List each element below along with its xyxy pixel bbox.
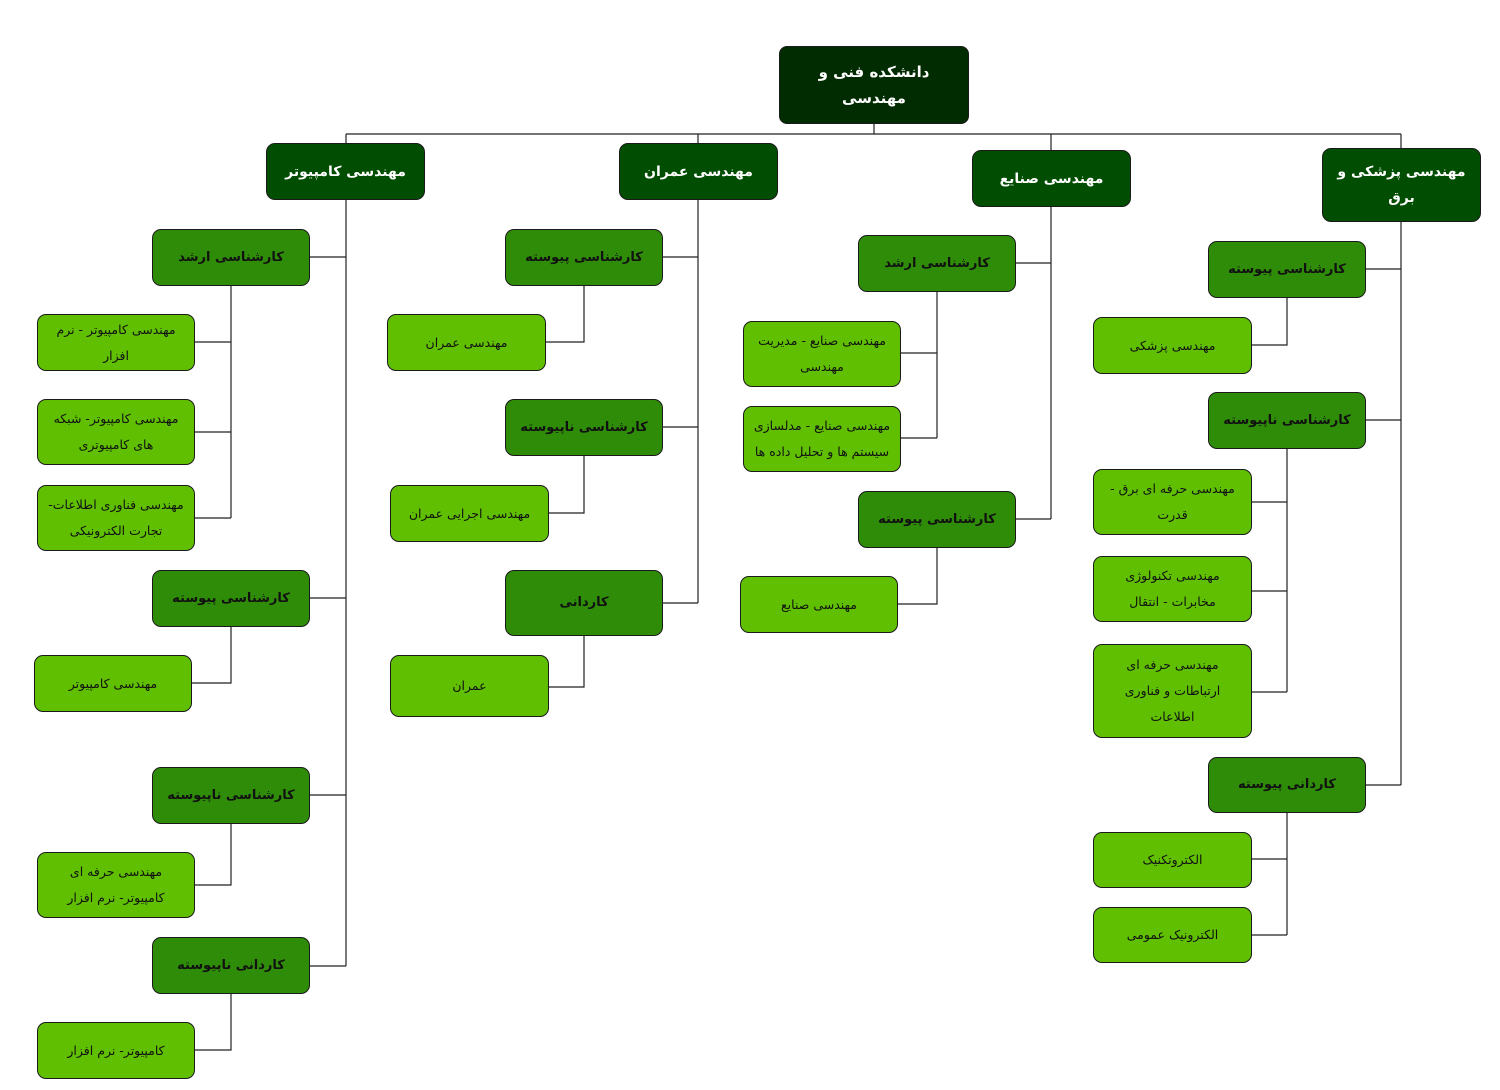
major-node: مهندسی کامپیوتر- شبکه های کامپیوتری bbox=[37, 399, 195, 465]
level-node: کارشناسی ناپیوسته bbox=[1208, 392, 1366, 449]
level-node: کاردانی پیوسته bbox=[1208, 757, 1366, 813]
major-node: مهندسی فناوری اطلاعات- تجارت الکترونیکی bbox=[37, 485, 195, 551]
major-node: مهندسی حرفه ای برق - قدرت bbox=[1093, 469, 1252, 535]
level-node: کارشناسی پیوسته bbox=[1208, 241, 1366, 298]
level-node: کاردانی ناپیوسته bbox=[152, 937, 310, 994]
level-node: کارشناسی ناپیوسته bbox=[152, 767, 310, 824]
major-node: مهندسی عمران bbox=[387, 314, 546, 371]
department-civil: مهندسی عمران bbox=[619, 143, 778, 200]
major-node: مهندسی کامپیوتر - نرم افزار bbox=[37, 314, 195, 371]
major-node: مهندسی اجرایی عمران bbox=[390, 485, 549, 542]
department-industrial: مهندسی صنایع bbox=[972, 150, 1131, 207]
level-node: کاردانی bbox=[505, 570, 663, 636]
level-node: کارشناسی پیوسته bbox=[858, 491, 1016, 548]
level-node: کارشناسی پیوسته bbox=[152, 570, 310, 627]
major-node: مهندسی صنایع bbox=[740, 576, 898, 633]
root-node: دانشکده فنی و مهندسی bbox=[779, 46, 969, 124]
level-node: کارشناسی ارشد bbox=[858, 235, 1016, 292]
major-node: الکترونیک عمومی bbox=[1093, 907, 1252, 963]
major-node: مهندسی کامپیوتر bbox=[34, 655, 192, 712]
major-node: مهندسی پزشکی bbox=[1093, 317, 1252, 374]
level-node: کارشناسی پیوسته bbox=[505, 229, 663, 286]
department-computer: مهندسی کامپیوتر bbox=[266, 143, 425, 200]
major-node: کامپیوتر- نرم افزار bbox=[37, 1022, 195, 1079]
level-node: کارشناسی ناپیوسته bbox=[505, 399, 663, 456]
major-node: مهندسی حرفه ای کامپیوتر- نرم افزار bbox=[37, 852, 195, 918]
major-node: الکتروتکنیک bbox=[1093, 832, 1252, 888]
major-node: مهندسی صنایع - مدیریت مهندسی bbox=[743, 321, 901, 387]
major-node: عمران bbox=[390, 655, 549, 717]
major-node: مهندسی حرفه ای ارتباطات و فناوری اطلاعات bbox=[1093, 644, 1252, 738]
major-node: مهندسی تکنولوژی مخابرات - انتقال bbox=[1093, 556, 1252, 622]
level-node: کارشناسی ارشد bbox=[152, 229, 310, 286]
department-biomedical-electrical: مهندسی پزشکی و برق bbox=[1322, 148, 1481, 222]
major-node: مهندسی صنایع - مدلسازی سیستم ها و تحلیل … bbox=[743, 406, 901, 472]
